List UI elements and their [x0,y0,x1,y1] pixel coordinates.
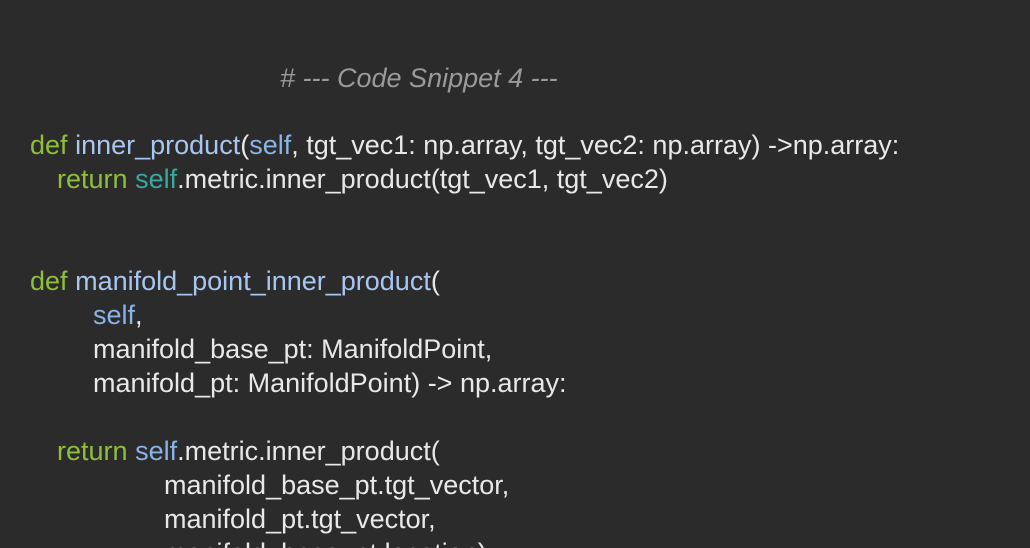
code-line-return-2: return self.metric.inner_product( [27,400,440,466]
code-comment-line: # --- Code Snippet 4 --- [250,27,558,93]
arg-base-pt-tgt-vector: manifold_base_pt.tgt_vector, [164,470,510,500]
signature-rest: , tgt_vec1: np.array, tgt_vec2: np.array… [291,130,900,160]
self-reference: self [135,436,178,466]
param-self: self [93,300,136,330]
open-paren: ( [430,266,440,296]
comma: , [135,300,143,330]
param-self: self [249,130,292,160]
arg-pt-tgt-vector: manifold_pt.tgt_vector, [164,504,436,534]
code-line-param-base-pt: manifold_base_pt: ManifoldPoint, [63,298,492,364]
comment-text: # --- Code Snippet 4 --- [280,63,558,93]
code-line-param-manifold-pt: manifold_pt: ManifoldPoint) -> np.array: [63,332,567,398]
code-line-arg-tgt-vector-1: manifold_base_pt.tgt_vector, [134,434,509,500]
return-expression: .metric.inner_product(tgt_vec1, tgt_vec2… [177,164,668,194]
code-line-def-inner-product: def inner_product(self, tgt_vec1: np.arr… [0,94,899,160]
self-reference: self [135,164,178,194]
code-line-arg-location: manifold_base_pt.location) [134,502,487,548]
keyword-return: return [57,436,128,466]
param-manifold-base-pt: manifold_base_pt: ManifoldPoint, [93,334,493,364]
function-name-manifold-point-inner-product: manifold_point_inner_product [75,266,431,296]
code-line-arg-tgt-vector-2: manifold_pt.tgt_vector, [134,468,436,534]
arg-base-pt-location: manifold_base_pt.location) [164,538,487,548]
keyword-def: def [30,130,68,160]
keyword-def: def [30,266,68,296]
code-line-return-1: return self.metric.inner_product(tgt_vec… [27,128,668,194]
code-line-param-self: self, [63,264,143,330]
param-manifold-pt: manifold_pt: ManifoldPoint) -> np.array: [93,368,567,398]
return-expression: .metric.inner_product( [177,436,440,466]
open-paren: ( [240,130,250,160]
keyword-return: return [57,164,128,194]
code-line-def-manifold: def manifold_point_inner_product( [0,230,440,296]
function-name-inner-product: inner_product [75,130,241,160]
